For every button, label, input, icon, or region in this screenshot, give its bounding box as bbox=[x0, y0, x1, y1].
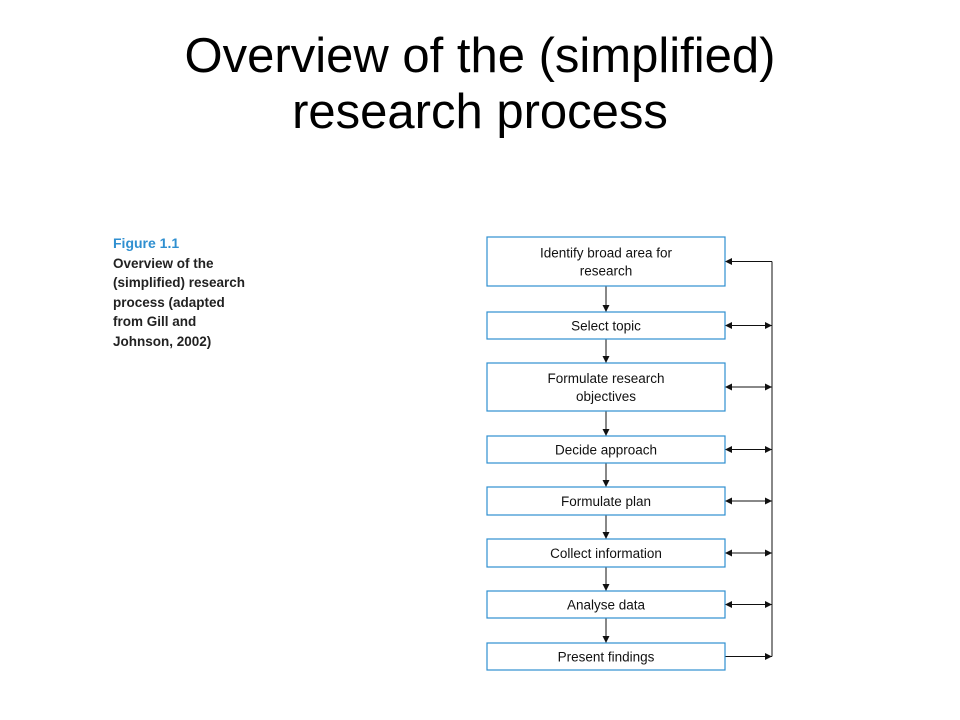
step-label: objectives bbox=[576, 389, 636, 404]
flowchart-step: Collect information bbox=[486, 538, 726, 568]
step-label: Analyse data bbox=[567, 598, 646, 613]
flowchart-step: Present findings bbox=[486, 642, 726, 671]
step-box bbox=[486, 435, 726, 464]
caption-line: Overview of the bbox=[113, 255, 214, 271]
step-box bbox=[486, 590, 726, 619]
step-box bbox=[486, 236, 726, 287]
slide-title-line-1: Overview of the (simplified) bbox=[184, 29, 776, 83]
figure-caption-text: Overview of the (simplified) research pr… bbox=[113, 254, 293, 352]
step-label: Present findings bbox=[558, 650, 655, 665]
slide-title: Overview of the (simplified) research pr… bbox=[0, 28, 960, 140]
flowchart-step: Decide approach bbox=[486, 435, 726, 464]
step-label: Collect information bbox=[550, 546, 662, 561]
step-label: Formulate plan bbox=[561, 494, 651, 509]
step-box bbox=[486, 538, 726, 568]
caption-line: from Gill and bbox=[113, 314, 197, 329]
flowchart-step: Formulate research objectives bbox=[486, 362, 726, 412]
step-box bbox=[486, 311, 726, 340]
step-box bbox=[486, 642, 726, 671]
figure-caption: Figure 1.1 Overview of the (simplified) … bbox=[113, 234, 293, 351]
step-label: Identify broad area for bbox=[540, 246, 673, 261]
step-label: research bbox=[580, 264, 633, 279]
step-box bbox=[486, 362, 726, 412]
slide-title-line-2: research process bbox=[292, 85, 668, 139]
flowchart-step: Identify broad area for research bbox=[486, 236, 726, 287]
figure-label: Figure 1.1 bbox=[113, 235, 180, 251]
flowchart-step: Analyse data bbox=[486, 590, 726, 619]
step-label: Formulate research bbox=[547, 371, 664, 386]
caption-line: Johnson, 2002) bbox=[113, 333, 212, 349]
flowchart-connectors bbox=[602, 258, 773, 660]
flowchart-step: Select topic bbox=[486, 311, 726, 340]
flowchart-step: Formulate plan bbox=[486, 486, 726, 516]
step-label: Select topic bbox=[571, 319, 641, 334]
caption-line: process (adapted bbox=[113, 294, 225, 310]
step-box bbox=[486, 486, 726, 516]
caption-line: (simplified) research bbox=[113, 275, 246, 290]
step-label: Decide approach bbox=[555, 443, 657, 458]
